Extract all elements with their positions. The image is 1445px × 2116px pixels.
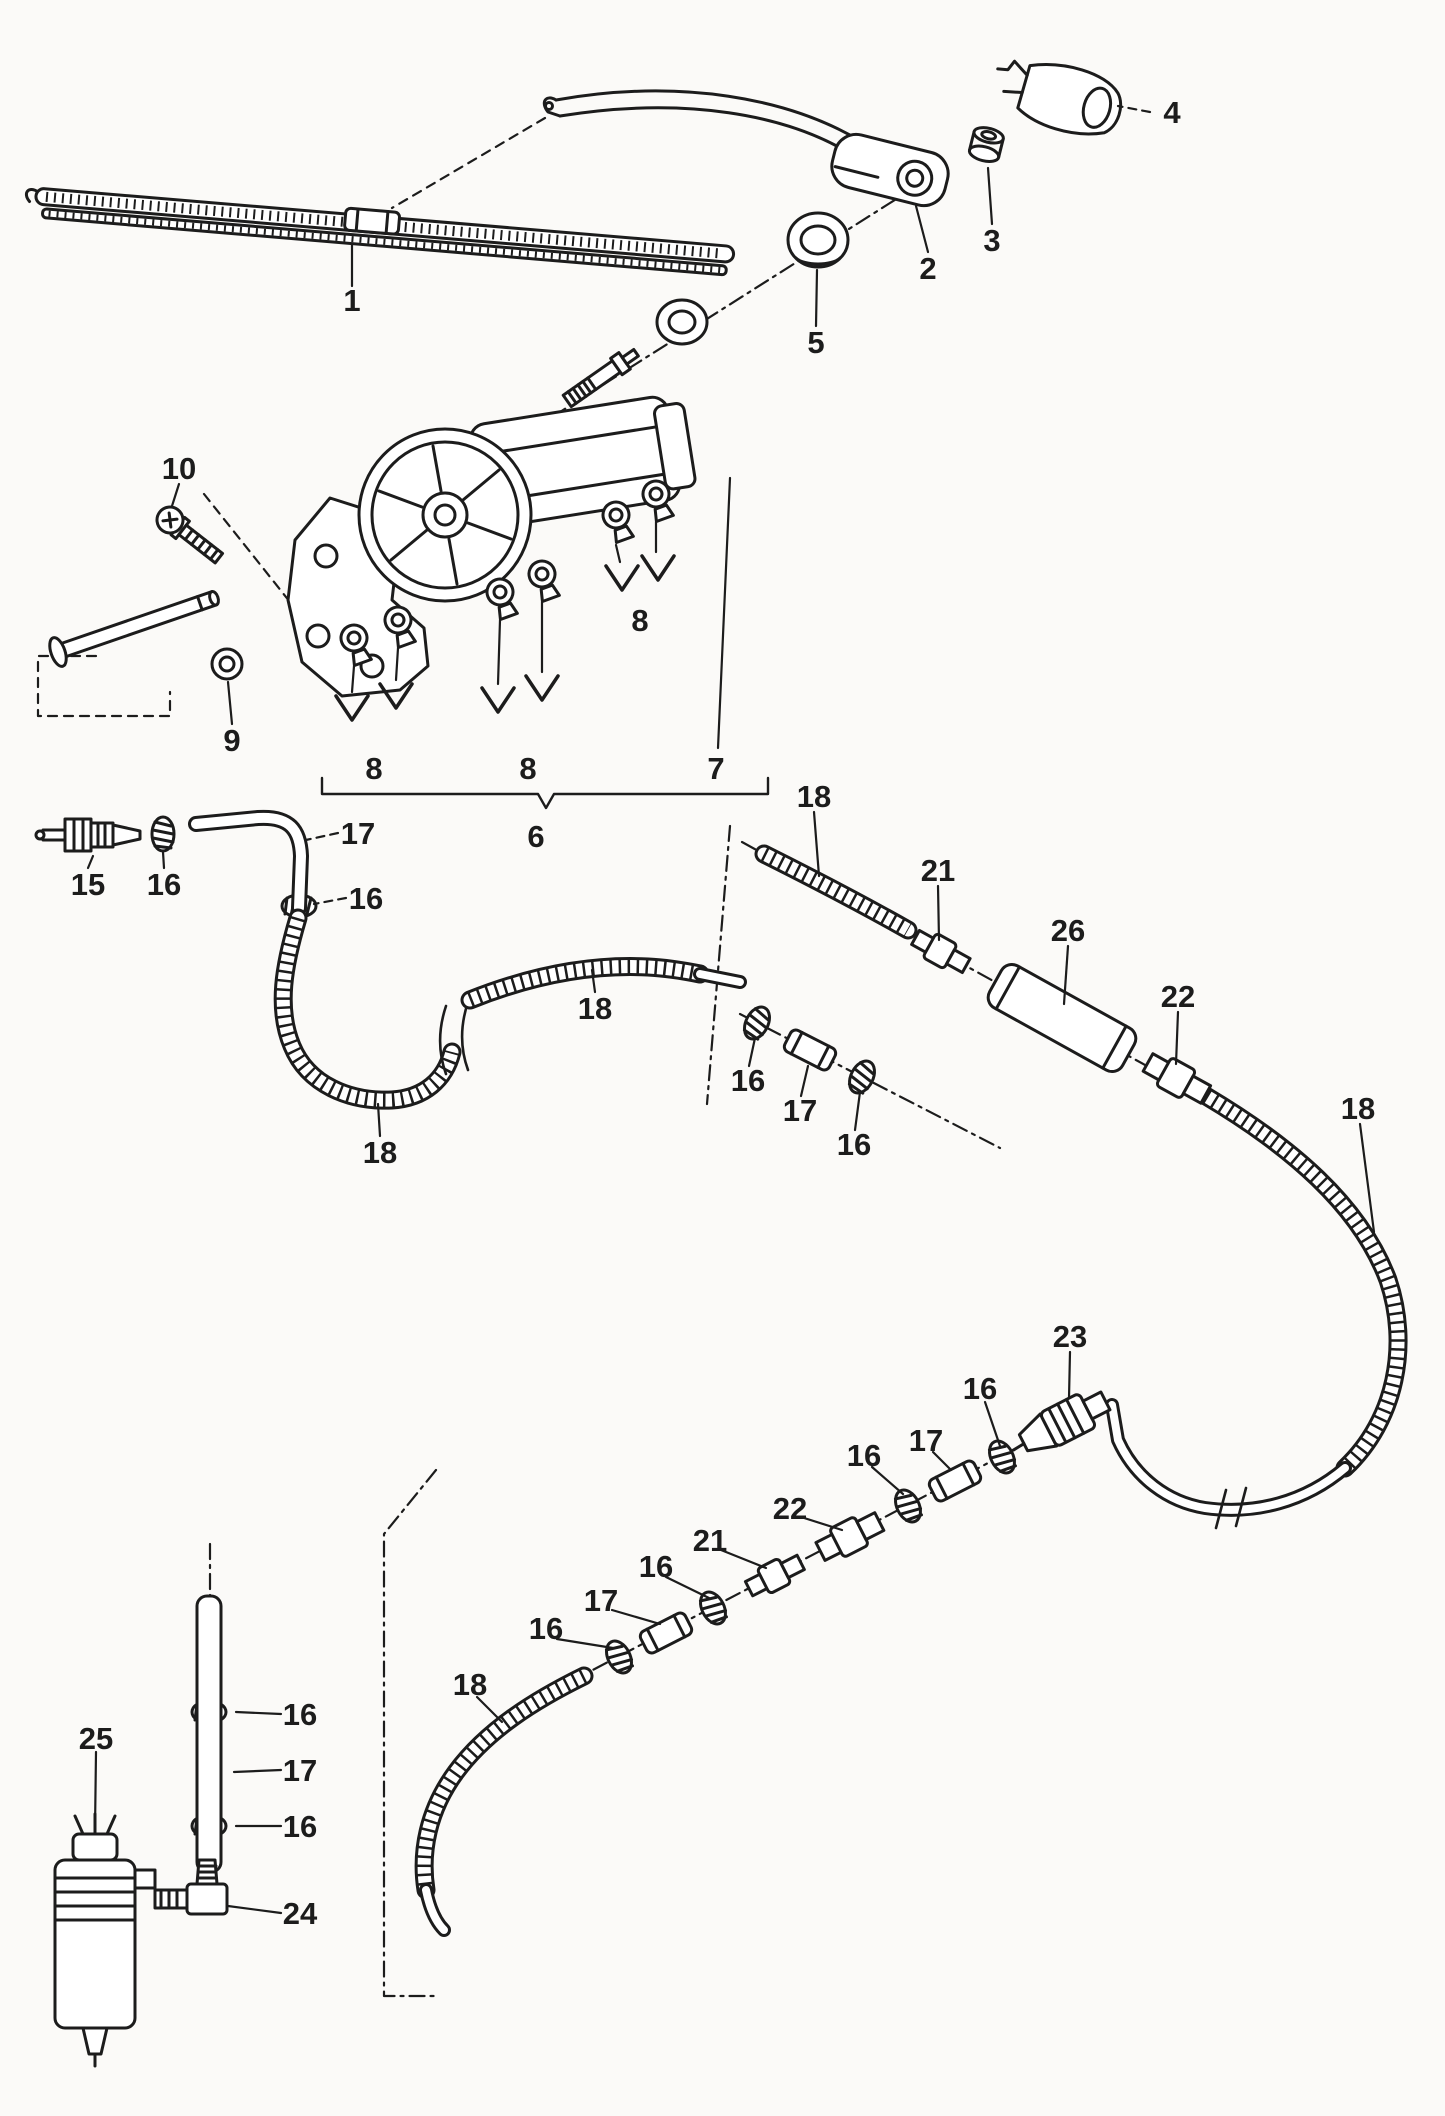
axis-mid-chain bbox=[738, 1012, 1002, 1150]
callout-16-label: 16 bbox=[529, 1611, 563, 1646]
callout-1-label: 1 bbox=[343, 283, 360, 318]
callout-leaders bbox=[86, 104, 1376, 1915]
hose-clamp bbox=[842, 1055, 882, 1099]
corrugated-hose bbox=[1105, 1086, 1408, 1530]
callout-9-label: 9 bbox=[223, 723, 240, 758]
mounting-screw bbox=[155, 505, 225, 565]
shaft-grommets bbox=[655, 211, 850, 346]
callout-16-label: 16 bbox=[847, 1438, 881, 1473]
callout-4-label: 4 bbox=[1163, 95, 1181, 130]
arm-nut bbox=[967, 126, 1005, 163]
arrow-down-icon bbox=[334, 694, 370, 722]
callout-16-label: 16 bbox=[731, 1063, 765, 1098]
hose-tube bbox=[925, 1457, 985, 1505]
arrow-down-icon bbox=[480, 686, 516, 714]
bracket-brace-6 bbox=[320, 776, 770, 810]
callout-18-label: 18 bbox=[797, 779, 831, 814]
axis-vertical-mid bbox=[705, 824, 732, 1106]
hose-connector-22 bbox=[811, 1505, 889, 1568]
mounting-buffers bbox=[334, 475, 679, 722]
callout-8-label: 8 bbox=[519, 751, 536, 786]
spindle-cap bbox=[996, 59, 1123, 136]
arrow-down-icon bbox=[378, 682, 414, 710]
check-valve bbox=[1002, 1382, 1116, 1467]
wiper-shaft bbox=[561, 347, 640, 409]
callout-25-label: 25 bbox=[79, 1721, 113, 1756]
callout-15-label: 15 bbox=[71, 867, 105, 902]
boundary-pump-region bbox=[382, 1468, 440, 1998]
callout-17-label: 17 bbox=[584, 1583, 618, 1618]
callout-18-label: 18 bbox=[1341, 1091, 1375, 1126]
callout-16-label: 16 bbox=[283, 1809, 317, 1844]
corrugated-hose bbox=[754, 844, 918, 940]
callout-17-label: 17 bbox=[341, 816, 375, 851]
hose-clamp bbox=[982, 1435, 1022, 1479]
callout-26-label: 26 bbox=[1051, 913, 1085, 948]
inline-reservoir-26 bbox=[986, 962, 1138, 1074]
callout-16-label: 16 bbox=[349, 881, 383, 916]
elbow-connector-24 bbox=[153, 1858, 229, 1916]
callout-21-label: 21 bbox=[921, 853, 955, 888]
arrow-down-icon bbox=[640, 554, 676, 582]
callout-17-label: 17 bbox=[783, 1093, 817, 1128]
hose-connector-21 bbox=[907, 923, 975, 980]
callout-21-label: 21 bbox=[693, 1523, 727, 1558]
grommet bbox=[786, 211, 850, 269]
corrugated-hose bbox=[414, 1666, 594, 1937]
hose-tube bbox=[636, 1609, 696, 1657]
grommet bbox=[655, 298, 709, 346]
callout-8-label: 8 bbox=[365, 751, 382, 786]
callout-17-label: 17 bbox=[909, 1423, 943, 1458]
callout-labels: 1 2 3 4 5 10 8 9 8 8 7 6 15 16 17 16 18 … bbox=[71, 95, 1375, 1931]
wiper-blade bbox=[24, 187, 736, 277]
wiper-arm bbox=[542, 89, 950, 208]
callout-3-label: 3 bbox=[983, 223, 1000, 258]
blade-clip bbox=[343, 206, 401, 236]
callout-8-label: 8 bbox=[631, 603, 648, 638]
hose-connector-21 bbox=[741, 1548, 809, 1603]
callout-23-label: 23 bbox=[1053, 1319, 1087, 1354]
callout-5-label: 5 bbox=[807, 325, 824, 360]
callout-16-label: 16 bbox=[639, 1549, 673, 1584]
dashed-blade-link bbox=[390, 116, 547, 210]
callout-18-label: 18 bbox=[453, 1667, 487, 1702]
callout-7-line bbox=[716, 476, 732, 750]
rubber-buffer bbox=[523, 555, 565, 605]
wiper-motor-assembly bbox=[286, 395, 770, 810]
hex-nut bbox=[210, 647, 244, 681]
corrugated-hose bbox=[273, 908, 462, 1110]
callout-24-label: 24 bbox=[283, 1896, 318, 1931]
arrow-down-icon bbox=[604, 564, 640, 592]
callout-6-label: 6 bbox=[527, 819, 544, 854]
hose-clamp bbox=[150, 815, 176, 853]
callout-18-label: 18 bbox=[578, 991, 612, 1026]
dashed-screw-line bbox=[202, 492, 292, 604]
hose-break-mark bbox=[1214, 1486, 1248, 1530]
callout-18-label: 18 bbox=[363, 1135, 397, 1170]
arrow-down-icon bbox=[524, 674, 560, 702]
callout-16-label: 16 bbox=[963, 1371, 997, 1406]
hose-connector-15 bbox=[34, 817, 142, 853]
hose-clamp bbox=[737, 1001, 777, 1045]
callout-10-label: 10 bbox=[162, 451, 196, 486]
callout-7-label: 7 bbox=[707, 751, 724, 786]
pump-branch-tube bbox=[195, 1594, 223, 1874]
hose-clamp bbox=[888, 1484, 928, 1528]
washer-pump bbox=[53, 1812, 157, 2068]
crown-gear-housing bbox=[357, 427, 533, 603]
callout-17-label: 17 bbox=[283, 1753, 317, 1788]
callout-2-label: 2 bbox=[919, 251, 936, 286]
callout-22-label: 22 bbox=[773, 1491, 807, 1526]
hose-tube bbox=[780, 1026, 840, 1074]
callout-22-label: 22 bbox=[1161, 979, 1195, 1014]
callout-16-label: 16 bbox=[283, 1697, 317, 1732]
callout-16-label: 16 bbox=[147, 867, 181, 902]
hose-clamp bbox=[599, 1635, 639, 1679]
mounting-pin bbox=[48, 590, 220, 668]
hose-elbow-17 bbox=[188, 809, 309, 916]
axis-arm-to-spindle bbox=[558, 182, 922, 414]
corrugated-hose bbox=[460, 957, 747, 1010]
callout-16-label: 16 bbox=[837, 1127, 871, 1162]
